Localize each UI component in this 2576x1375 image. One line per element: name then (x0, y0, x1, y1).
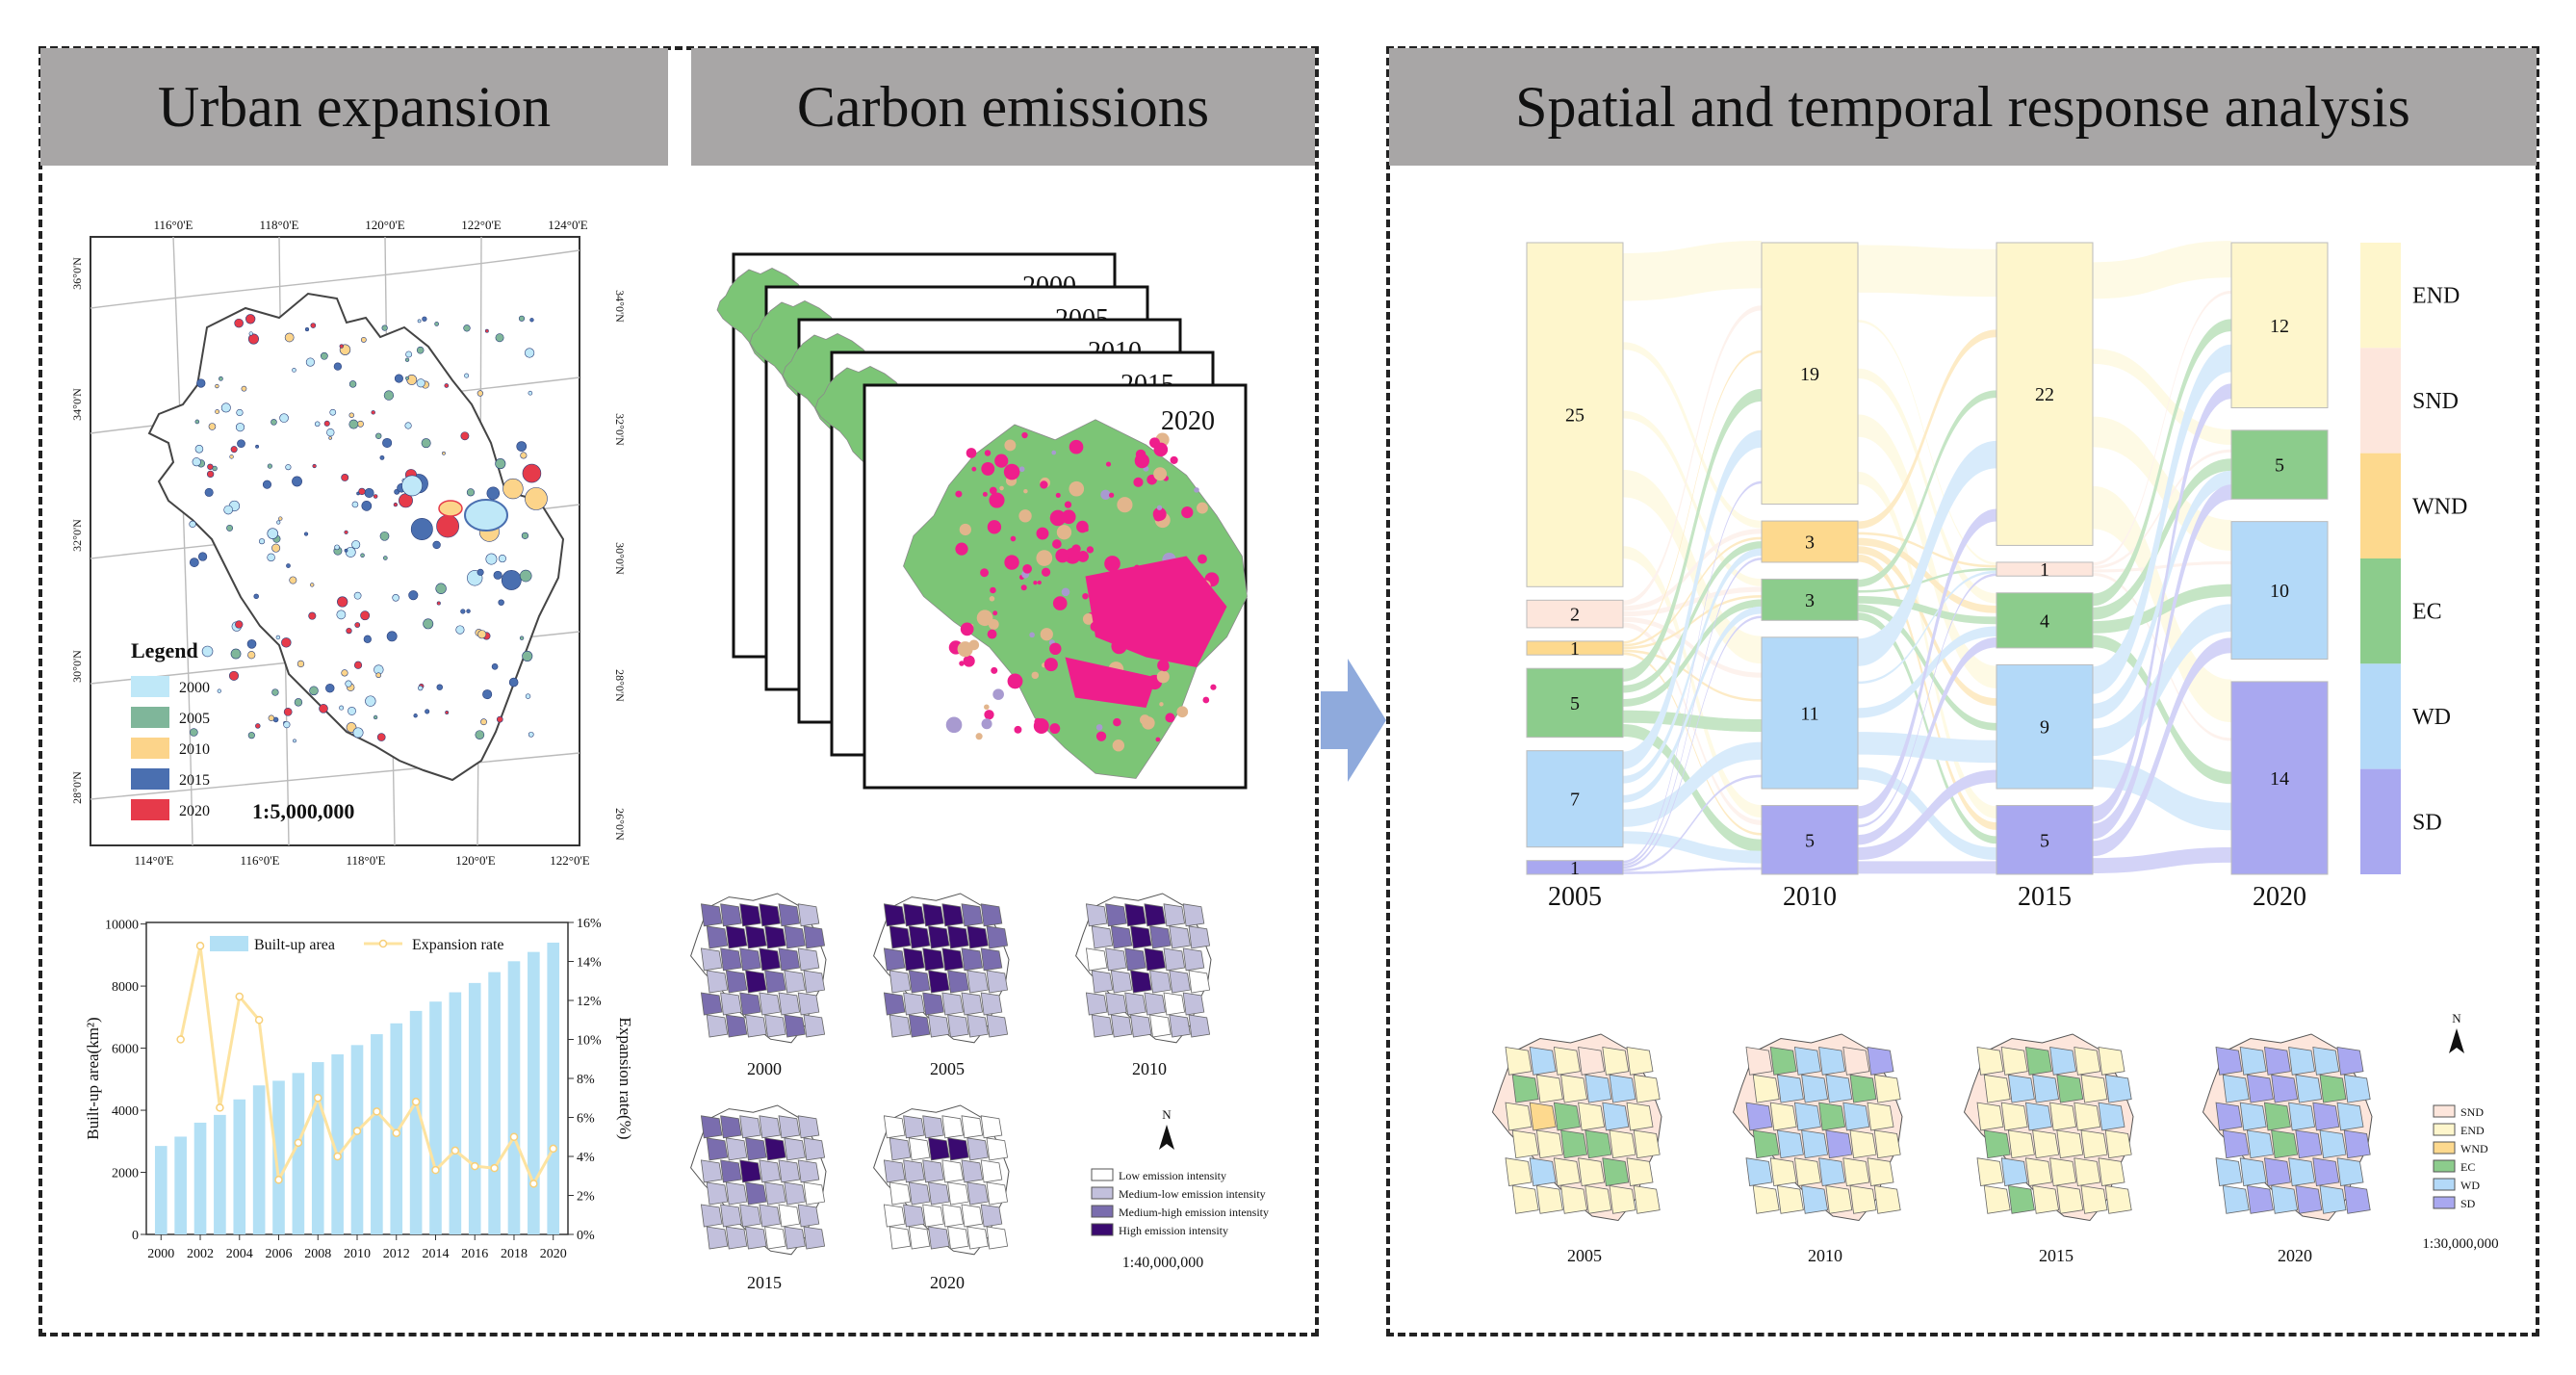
flow-arrow-shape (1321, 659, 1386, 782)
header-carbon: Carbon emissions (691, 48, 1315, 166)
header-response: Spatial and temporal response analysis (1389, 48, 2537, 166)
left-panel (39, 46, 1319, 1336)
right-panel (1386, 46, 2539, 1336)
header-urban: Urban expansion (40, 48, 668, 166)
